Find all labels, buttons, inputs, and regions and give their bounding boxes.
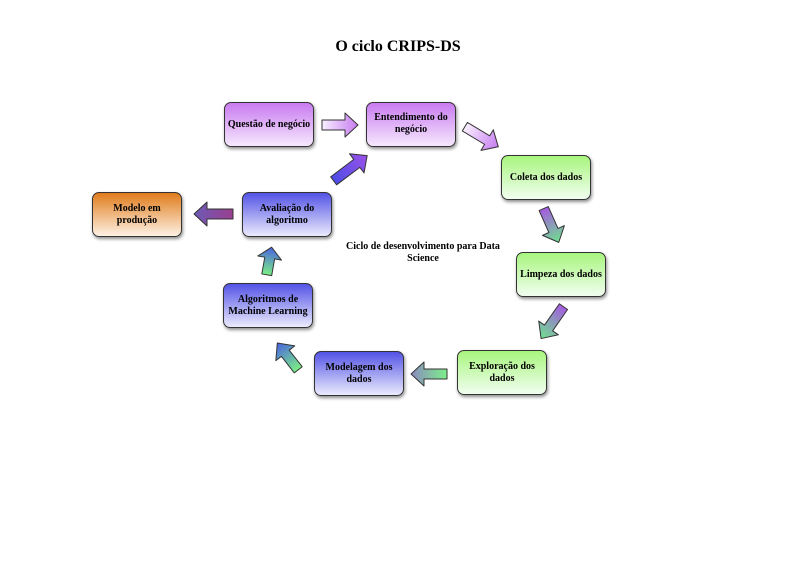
arrow-exploracao-to-modelagem [410, 361, 448, 387]
arrow-coleta-to-limpeza [538, 206, 565, 243]
node-avaliacao-label: Avaliação do algoritmo [259, 202, 315, 226]
node-algoritmos-de-machine-learning: Algoritmos de Machine Learning [223, 283, 313, 328]
node-questao-label: Questão de negócio [227, 118, 311, 130]
node-limpeza-dos-dados: Limpeza dos dados [516, 252, 606, 297]
node-limpeza-label: Limpeza dos dados [520, 268, 602, 280]
arrow-questao-to-entendimento [321, 112, 359, 138]
arrow-avaliacao-to-modelo [193, 201, 234, 227]
node-modelo-label: Modelo em produção [113, 202, 161, 226]
arrow-algoritmos-to-avaliacao [257, 246, 283, 277]
node-entendimento-label: Entendimento do negócio [374, 112, 448, 135]
node-modelagem-label: Modelagem dos dados [325, 361, 393, 385]
node-entendimento-do-negocio: Entendimento do negócio [366, 102, 456, 147]
node-coleta-dos-dados: Coleta dos dados [501, 155, 591, 200]
node-coleta-label: Coleta dos dados [509, 171, 583, 183]
node-algoritmos-label: Algoritmos de Machine Learning [228, 293, 308, 317]
center-caption: Ciclo de desenvolvimento para Data Scien… [346, 241, 500, 264]
arrow-avaliacao-to-entendimento [330, 153, 368, 186]
node-exploracao-dos-dados: Exploração dos dados [457, 350, 547, 395]
node-modelagem-dos-dados: Modelagem dos dados [314, 351, 404, 396]
node-avaliacao-do-algoritmo: Avaliação do algoritmo [242, 192, 332, 237]
diagram-title: O ciclo CRIPS-DS [335, 38, 461, 55]
node-modelo-em-producao: Modelo em produção [92, 192, 182, 237]
node-exploracao-label: Exploração dos dados [469, 360, 535, 384]
arrow-entendimento-to-coleta [461, 121, 499, 151]
arrow-limpeza-to-exploracao [538, 303, 569, 340]
node-questao-de-negocio: Questão de negócio [224, 102, 314, 147]
arrow-modelagem-to-algoritmos [275, 342, 303, 374]
